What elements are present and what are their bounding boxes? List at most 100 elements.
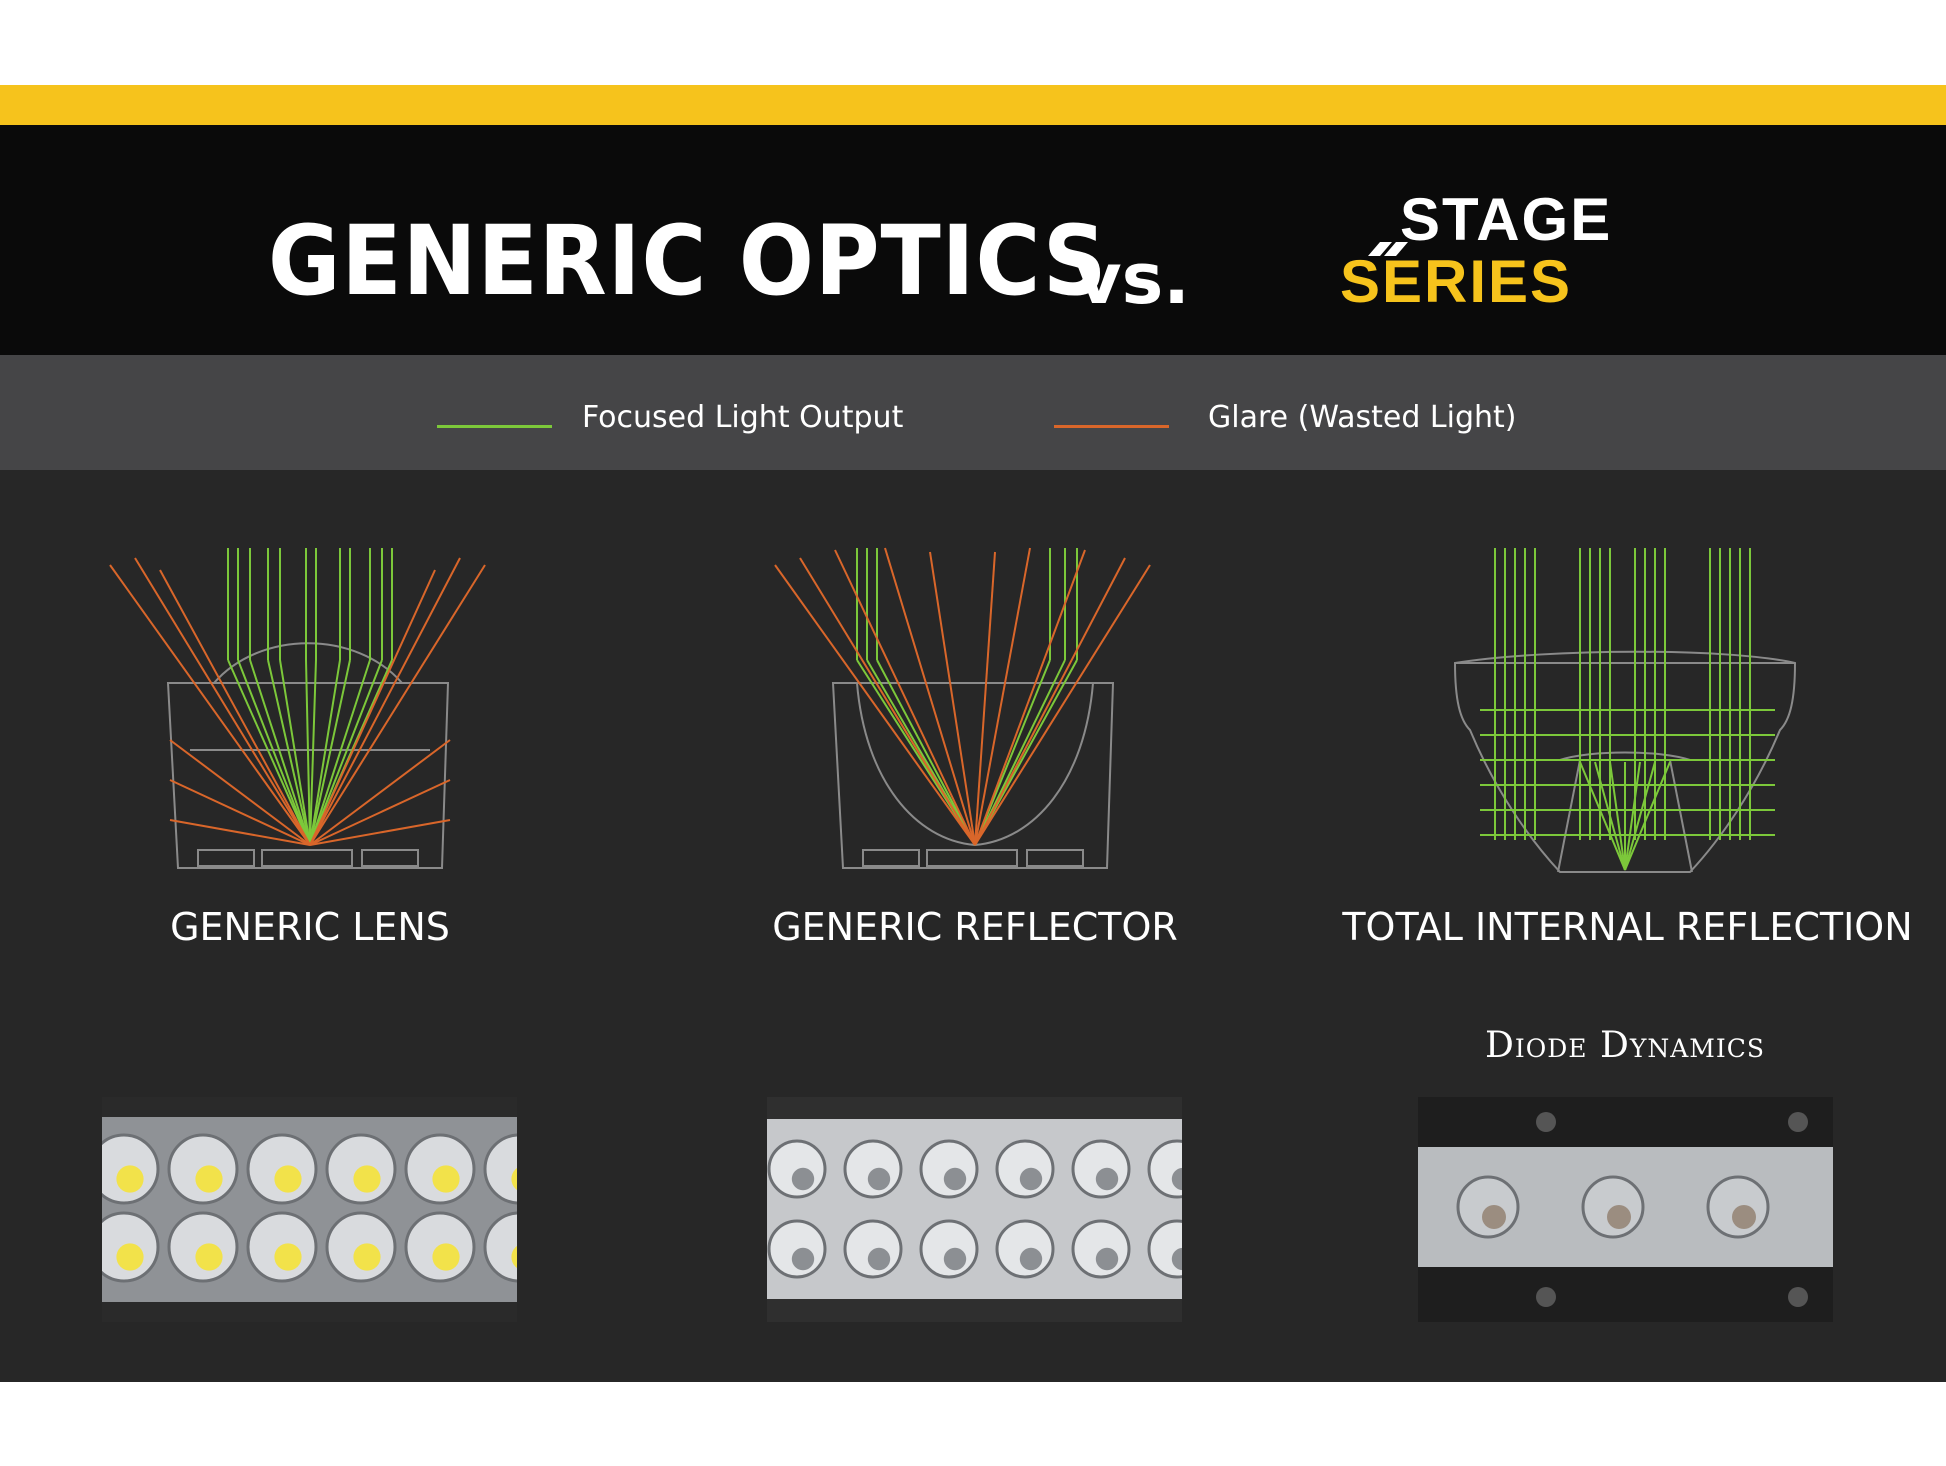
glare-ray (309, 569, 436, 846)
label-generic-reflector: GENERIC REFLECTOR (772, 905, 1178, 949)
legend-focused-label: Focused Light Output (582, 400, 904, 435)
legend-glare-label: Glare (Wasted Light) (1208, 400, 1517, 435)
tir-diagram (1453, 548, 1797, 873)
glare-ray (799, 557, 976, 846)
screw (1536, 1112, 1556, 1132)
led-core (867, 1167, 891, 1191)
tir-photo-leds (1456, 1175, 1770, 1239)
stage-series-logo: STAGE SERIES (1340, 186, 1612, 312)
glare-ray (834, 549, 976, 846)
lens-focused-rays (227, 548, 393, 846)
legend-bar (0, 355, 1946, 470)
legend-glare-line (1054, 425, 1169, 428)
logo-stripe-2 (1384, 242, 1408, 256)
generic-reflector-diagram (774, 547, 1151, 869)
led-core (353, 1243, 381, 1271)
led (995, 1219, 1055, 1279)
focused-ray (267, 659, 311, 846)
reflector-focused-rays (856, 548, 1078, 846)
led-core (1095, 1247, 1119, 1271)
led-core (116, 1243, 144, 1271)
glare-ray (309, 557, 461, 846)
focused-ray (1594, 761, 1626, 871)
led-core (274, 1165, 302, 1193)
glare-ray (309, 739, 451, 846)
yellow-accent-strip (0, 85, 1946, 125)
legend-focused-line (437, 425, 552, 428)
glare-ray (884, 547, 976, 846)
header-band (0, 125, 1946, 355)
focused-ray (309, 659, 341, 846)
diode-dynamics-brand: Diode Dynamics (1485, 1025, 1765, 1066)
led (483, 1133, 517, 1205)
glare-ray (309, 564, 486, 846)
focused-ray (227, 659, 311, 846)
generic-lens-diagram (109, 548, 486, 869)
led-core (511, 1168, 517, 1190)
generic-lens-lightbar-photo (102, 1097, 517, 1322)
led-core (1019, 1247, 1043, 1271)
led (843, 1139, 903, 1199)
led-core (195, 1243, 223, 1271)
led-core (432, 1165, 460, 1193)
focused-ray (1624, 761, 1671, 871)
led (843, 1219, 903, 1279)
led-core (1095, 1167, 1119, 1191)
focused-ray (309, 659, 317, 846)
led-core (432, 1243, 460, 1271)
glare-ray (974, 551, 996, 846)
focused-ray (249, 659, 311, 846)
led-core (1607, 1205, 1631, 1229)
led-core (1019, 1167, 1043, 1191)
glare-ray (169, 739, 311, 846)
led-core (1171, 1167, 1182, 1191)
led-core (1171, 1247, 1182, 1271)
focused-ray (876, 659, 976, 846)
glare-ray (309, 819, 451, 846)
tir-focused-rays (1480, 548, 1775, 871)
led-core (511, 1246, 517, 1268)
glare-ray (134, 557, 311, 846)
led-core (1732, 1205, 1756, 1229)
glare-ray (774, 564, 976, 846)
glare-ray (929, 551, 976, 846)
led (767, 1139, 827, 1199)
led (483, 1211, 517, 1283)
glare-ray (974, 549, 1086, 846)
focused-ray (309, 659, 383, 846)
led-core (116, 1165, 144, 1193)
focused-ray (237, 659, 311, 846)
led (919, 1219, 979, 1279)
screw (1788, 1112, 1808, 1132)
glare-ray (169, 819, 311, 846)
led (919, 1139, 979, 1199)
focused-ray (1609, 761, 1626, 871)
focused-ray (309, 659, 351, 846)
focused-ray (279, 659, 311, 846)
focused-ray (1579, 761, 1626, 871)
led-core (274, 1243, 302, 1271)
label-total-internal-reflection: TOTAL INTERNAL REFLECTION (1342, 905, 1913, 949)
glare-ray (159, 569, 311, 846)
glare-ray (169, 779, 311, 846)
glare-ray (974, 564, 1151, 846)
glare-ray (309, 779, 451, 846)
focused-ray (1624, 761, 1641, 871)
led (767, 1219, 827, 1279)
reflector-photo-leds (767, 1139, 1182, 1279)
led-core (867, 1247, 891, 1271)
led-core (1482, 1205, 1506, 1229)
tir-lightbar-photo (1418, 1097, 1833, 1322)
glare-ray (109, 564, 311, 846)
led-core (791, 1247, 815, 1271)
led-core (195, 1165, 223, 1193)
focused-ray (305, 659, 311, 846)
generic-reflector-lightbar-photo (767, 1097, 1182, 1322)
reflector-glare-rays (774, 547, 1151, 846)
led-core (353, 1165, 381, 1193)
led-core (791, 1167, 815, 1191)
led-core (943, 1167, 967, 1191)
lens-outline (166, 642, 450, 869)
logo-stage-text: STAGE (1400, 186, 1612, 253)
